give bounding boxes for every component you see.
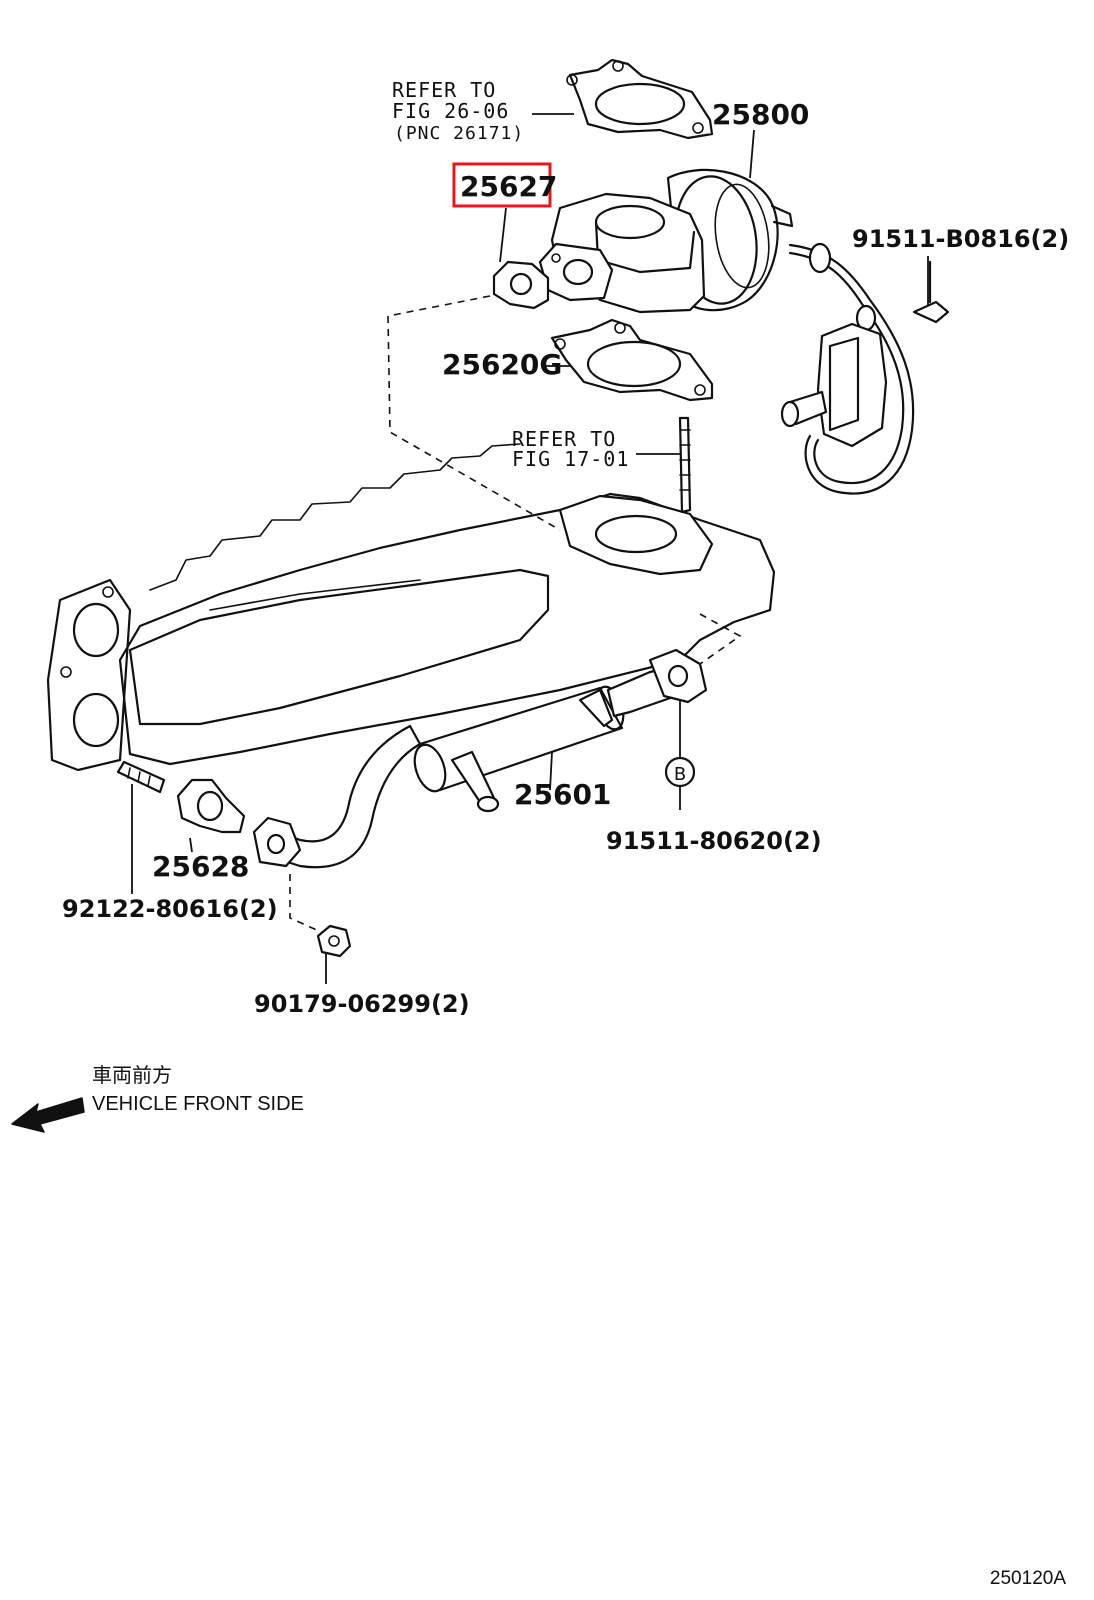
egr-cooler-drawing (252, 648, 708, 869)
label-92122-80616: 92122-80616(2) (62, 895, 278, 923)
label-25620g: 25620G (442, 348, 562, 381)
upper-gasket-drawing (566, 58, 714, 140)
ref2-line2: FIG 17-01 (512, 447, 629, 471)
gasket-25620g-drawing (550, 318, 714, 402)
egr-valve-drawing (538, 168, 794, 314)
intake-manifold-drawing (46, 416, 776, 772)
label-25628: 25628 (152, 850, 249, 883)
front-label-japanese: 車両前方 (92, 1064, 172, 1087)
vsv-assembly-drawing (780, 242, 950, 495)
ref1-line3: (PNC 26171) (394, 123, 524, 144)
callout-b-letter: B (674, 764, 686, 785)
front-arrow-icon (11, 1097, 85, 1133)
figure-id: 250120A (990, 1568, 1066, 1589)
vehicle-front-indicator: 車両前方 VEHICLE FRONT SIDE (11, 1064, 304, 1133)
front-label-english: VEHICLE FRONT SIDE (92, 1093, 304, 1115)
nut-90179-drawing (316, 924, 352, 958)
label-25627: 25627 (460, 170, 557, 203)
label-91511-80620: 91511-80620(2) (606, 827, 822, 855)
gasket-25628-drawing (176, 778, 246, 834)
ref2-line1: REFER TO (512, 427, 616, 451)
stud-92122-drawing (116, 760, 166, 794)
gasket-25627-drawing (492, 260, 550, 310)
highlight-box (452, 162, 552, 208)
ref1-line1: REFER TO (392, 78, 496, 102)
callout-b: B (664, 756, 696, 788)
label-25601: 25601 (514, 778, 611, 811)
dashed-guides (289, 295, 742, 937)
ref1-line2: FIG 26-06 (392, 99, 509, 123)
label-25800: 25800 (712, 98, 809, 131)
label-91511-b0816: 91511-B0816(2) (852, 225, 1069, 253)
leader-lines (131, 113, 929, 984)
label-90179-06299: 90179-06299(2) (254, 990, 470, 1018)
